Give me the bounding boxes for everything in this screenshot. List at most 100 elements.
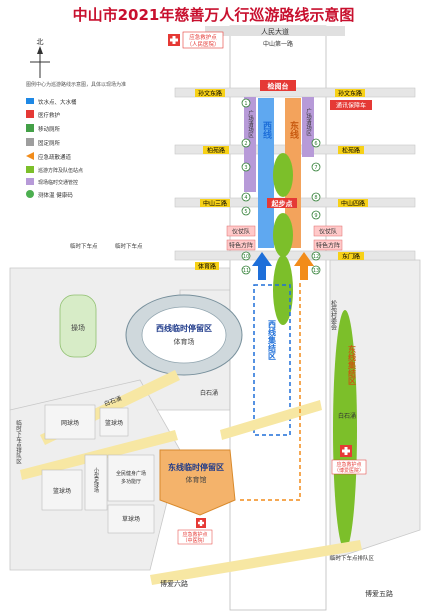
baishi-label-2: 白石涌 xyxy=(200,389,218,397)
svg-text:草球场: 草球场 xyxy=(122,515,140,523)
emergency-med-top xyxy=(182,31,224,49)
boai-6-label: 博爱六路 xyxy=(160,579,188,588)
fixed-toilet-icon xyxy=(26,138,34,146)
toilet-icon xyxy=(26,124,34,132)
east-line-label: 东线 xyxy=(288,120,299,140)
svg-text:13: 13 xyxy=(313,268,319,274)
reviewing-stand-label: 检阅台 xyxy=(268,82,289,91)
west-up-arrow xyxy=(252,252,272,280)
start-point xyxy=(267,198,297,208)
temp-parking-top: 临时下车点 xyxy=(115,242,143,250)
svg-text:现场临时交通管控: 现场临时交通管控 xyxy=(38,179,78,186)
west-line-label: 西线 xyxy=(261,121,272,140)
svg-text:东门路: 东门路 xyxy=(342,253,360,261)
route-markers: 1 2 3 4 5 6 7 8 9 10 11 12 13 xyxy=(241,98,321,275)
green-segment-2 xyxy=(273,213,293,257)
parade-team-icon xyxy=(26,166,34,173)
svg-text:特色方阵: 特色方阵 xyxy=(229,242,253,250)
svg-text:多功能厅: 多功能厅 xyxy=(121,478,141,485)
east-assembly-label: 东线集结区 xyxy=(347,344,357,386)
team-blocks: 仪仗队 特色方阵 仪仗队 特色方阵 xyxy=(226,225,343,251)
svg-text:体育路: 体育路 xyxy=(198,263,216,271)
sports-field xyxy=(59,294,97,358)
left-med-point: 应急救护点 （中医院） xyxy=(177,518,213,545)
svg-text:医疗救护: 医疗救护 xyxy=(38,111,61,119)
temp-parking-left-queue: 临时下车点排队区 xyxy=(15,419,22,465)
baishi-label-3: 白石涌 xyxy=(338,412,356,420)
legend-note: 图例中心为巡游路线示意图，具体以现场为准 xyxy=(26,81,126,88)
east-temp-zone-label: 东线临时停留区 xyxy=(168,462,224,472)
comm-vehicle xyxy=(330,100,372,110)
svg-text:（博爱医院）: （博爱医院） xyxy=(334,467,364,474)
medical-icon xyxy=(168,34,180,46)
svg-text:（中医院）: （中医院） xyxy=(182,537,207,544)
svg-text:孙文东路: 孙文东路 xyxy=(338,90,362,98)
svg-text:应急救护点: 应急救护点 xyxy=(182,531,207,538)
svg-text:松苑路: 松苑路 xyxy=(342,147,360,155)
green-segment-1 xyxy=(273,153,293,197)
right-med-point: 应急救护点 （博爱医院） xyxy=(331,445,367,475)
svg-text:4: 4 xyxy=(244,195,247,201)
svg-text:特色方阵: 特色方阵 xyxy=(316,242,340,250)
temp-parking-bottom-queue: 临时下车点排队区 xyxy=(330,554,375,562)
svg-text:6: 6 xyxy=(314,141,317,147)
svg-text:通讯保障车: 通讯保障车 xyxy=(336,102,366,110)
east-evac-route xyxy=(240,280,301,501)
zhongshan-first-road-label: 中山第一路 xyxy=(263,40,293,48)
svg-text:仪仗队: 仪仗队 xyxy=(232,228,250,236)
emergency-route-icon xyxy=(26,152,34,160)
east-assembly-strip xyxy=(333,310,357,550)
compass-north-label: 北 xyxy=(37,38,44,46)
people-avenue-label: 人民大道 xyxy=(261,27,289,36)
boai-5-label: 博爱五路 xyxy=(365,589,393,598)
page-title: 中山市2021年慈善万人行巡游路线示意图 xyxy=(72,6,355,24)
water-station-icon xyxy=(26,98,34,104)
svg-text:应急疏散通道: 应急疏散通道 xyxy=(38,153,72,161)
east-sweep-band xyxy=(302,97,314,157)
west-assembly-label: 西线集结区 xyxy=(267,320,277,361)
west-temp-zone-label: 西线临时停留区 xyxy=(156,323,212,333)
svg-text:应急救护点: 应急救护点 xyxy=(189,33,217,41)
svg-text:巡游方阵及队伍站点: 巡游方阵及队伍站点 xyxy=(38,167,83,174)
west-sweep-label: 广场清场区 xyxy=(247,109,254,138)
start-point-label: 起步点 xyxy=(271,199,293,208)
stadium: 西线临时停留区 体育场 xyxy=(125,294,243,376)
road-tags: 孙文东路 孙文东路 柏苑路 松苑路 中山三路 中山四路 东门路 体育路 xyxy=(195,89,368,271)
compass-icon: 北 xyxy=(30,38,50,78)
svg-text:8: 8 xyxy=(314,195,317,201)
svg-text:中山四路: 中山四路 xyxy=(341,200,365,208)
sports-field-label: 操场 xyxy=(71,323,85,332)
svg-text:柏苑路: 柏苑路 xyxy=(207,147,225,155)
health-post-icon xyxy=(26,190,34,198)
svg-text:5: 5 xyxy=(244,209,247,215)
svg-text:应急救护点: 应急救护点 xyxy=(336,461,361,468)
svg-text:仪仗队: 仪仗队 xyxy=(319,228,337,236)
svg-text:饮水点、大水桶: 饮水点、大水桶 xyxy=(38,98,77,106)
svg-text:12: 12 xyxy=(313,254,319,260)
temp-parking-left: 临时下车点 xyxy=(70,242,98,250)
svg-text:中山三路: 中山三路 xyxy=(203,200,227,208)
svg-text:移动厕所: 移动厕所 xyxy=(38,125,61,133)
svg-text:全民健身广场: 全民健身广场 xyxy=(116,470,146,477)
east-sweep-label: 广场清场区 xyxy=(305,107,312,136)
svg-text:固定厕所: 固定厕所 xyxy=(38,139,61,147)
svg-text:9: 9 xyxy=(314,213,317,219)
east-temp-zone-sub: 体育馆 xyxy=(186,475,207,484)
traffic-control-icon xyxy=(26,178,34,185)
svg-text:小型足球场: 小型足球场 xyxy=(93,467,99,494)
svg-text:篮球场: 篮球场 xyxy=(105,419,123,427)
svg-text:测体温 健康码: 测体温 健康码 xyxy=(38,191,73,199)
east-up-arrow xyxy=(294,252,314,280)
svg-text:2: 2 xyxy=(244,141,247,147)
svg-text:网球场: 网球场 xyxy=(61,419,79,427)
legend: 图例中心为巡游路线示意图，具体以现场为准 饮水点、大水桶 医疗救护 移动厕所 固… xyxy=(26,81,126,199)
west-assembly-box xyxy=(253,284,291,436)
svg-text:篮球场: 篮球场 xyxy=(53,487,71,495)
green-segment-3 xyxy=(273,255,293,325)
reviewing-stand xyxy=(260,80,296,91)
svg-text:7: 7 xyxy=(314,165,317,171)
gymnasium: 东线临时停留区 体育馆 xyxy=(159,449,236,516)
svg-text:孙文东路: 孙文东路 xyxy=(198,90,222,98)
medical-icon xyxy=(26,110,34,118)
